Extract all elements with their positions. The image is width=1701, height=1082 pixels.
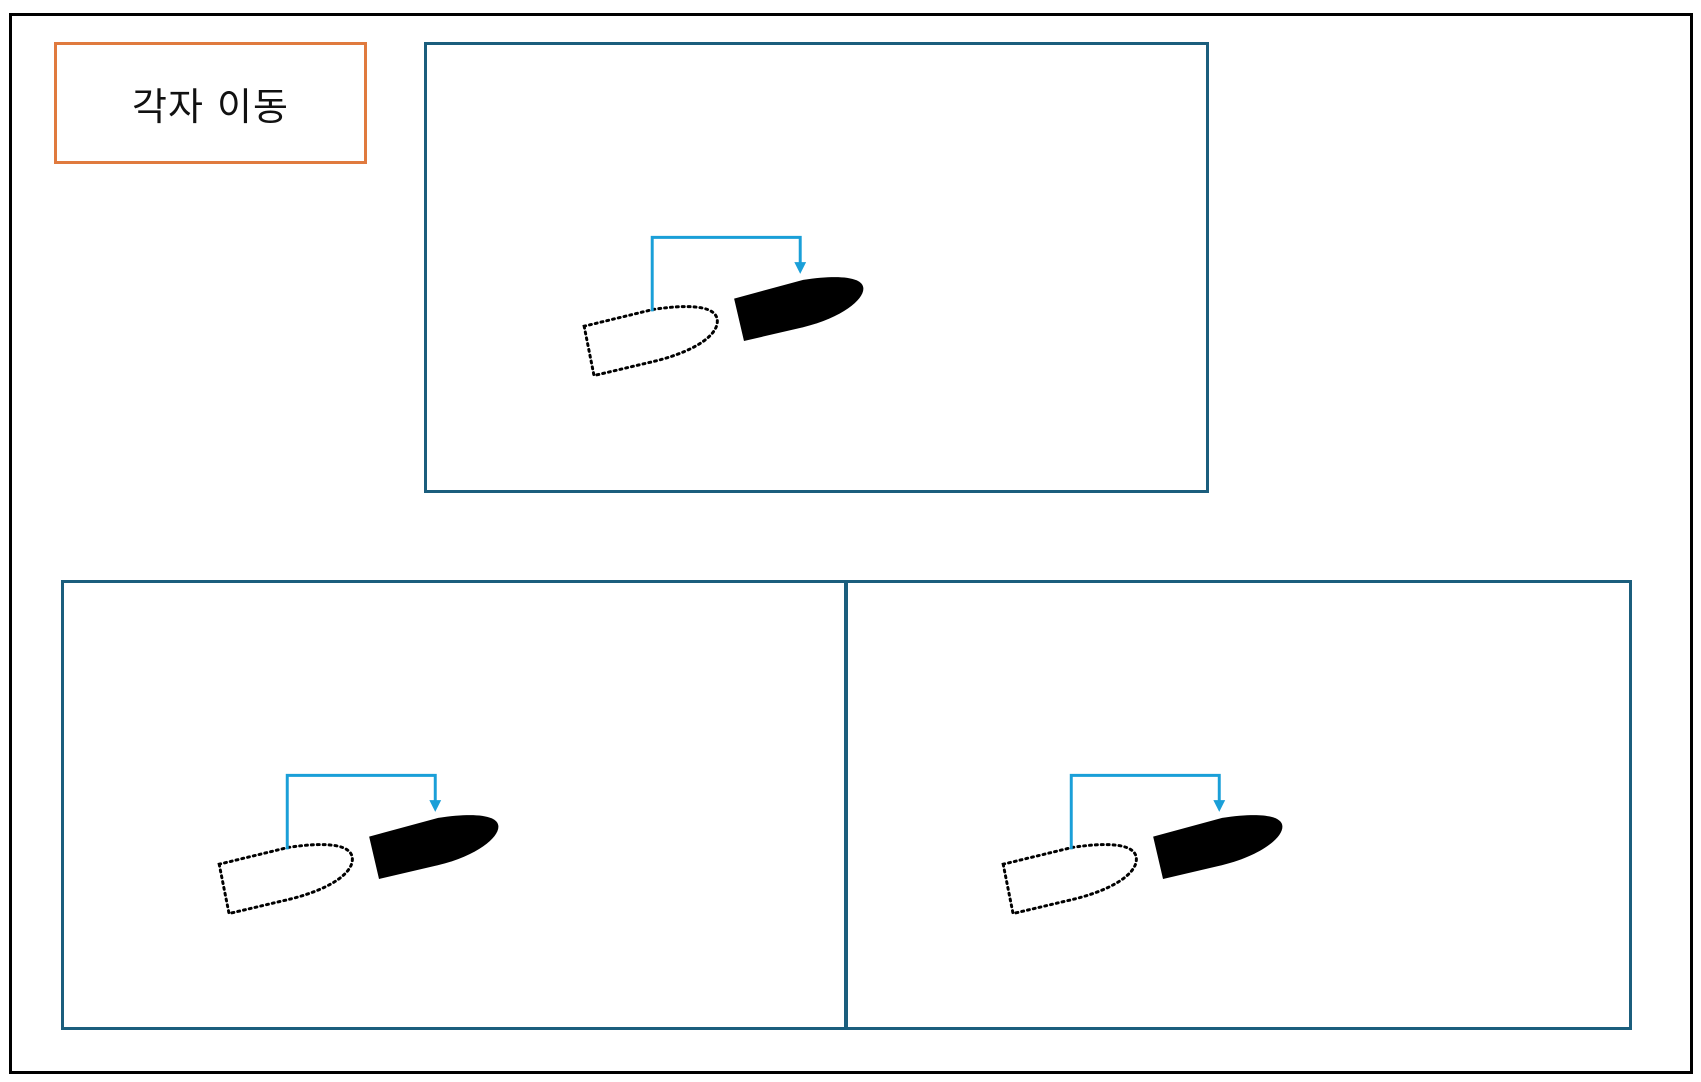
movement-illustration (217, 773, 499, 916)
move-arrow-icon (1069, 773, 1226, 850)
ship-end-filled-icon (734, 277, 864, 342)
title-box: 각자 이동 (54, 42, 367, 164)
movement-panel-bottom-left (61, 580, 847, 1030)
ship-end-filled-icon (1153, 815, 1283, 879)
ship-end-filled-icon (369, 815, 499, 879)
ship-start-outline-icon (1001, 843, 1138, 916)
title-label: 각자 이동 (132, 84, 289, 129)
movement-panel-bottom-right (845, 580, 1632, 1030)
ship-start-outline-icon (217, 843, 354, 916)
movement-illustration (582, 235, 864, 378)
move-arrow-icon (650, 235, 807, 312)
movement-panel-top (424, 42, 1209, 493)
move-arrow-icon (285, 773, 442, 850)
ship-start-outline-icon (582, 305, 719, 378)
diagram-frame (9, 13, 1693, 1074)
movement-illustration (1001, 773, 1283, 916)
